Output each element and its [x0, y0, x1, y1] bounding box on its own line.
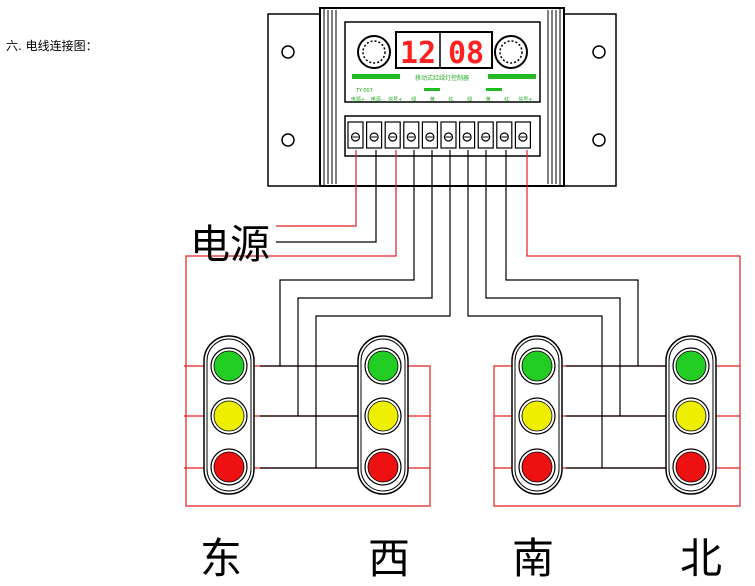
terminal-labels: 电源+ 电源- 信号+ 绿 黄 红 绿 黄 红 信号+: [351, 96, 533, 103]
red-lamp-icon: [213, 451, 245, 483]
display-left-digits: 12: [400, 36, 436, 71]
signal-head-east: [203, 335, 255, 495]
terminal-label: 红: [448, 96, 453, 103]
signal-head-south: [511, 335, 563, 495]
mount-hole-bl: [281, 133, 295, 147]
terminal-label: 黄: [486, 96, 491, 103]
traffic-signals: [203, 335, 717, 495]
red-lamp-icon: [675, 451, 707, 483]
yellow-lamp-icon: [675, 400, 707, 432]
green-lamp-icon: [213, 350, 245, 382]
terminal-label: 绿: [467, 96, 472, 103]
east-label: 东: [200, 534, 243, 583]
left-bracket: [267, 13, 325, 187]
yellow-lamp-icon: [521, 400, 553, 432]
green-lamp-icon: [521, 350, 553, 382]
terminal-label: 电源-: [371, 96, 383, 103]
terminal-label: 黄: [430, 96, 435, 103]
terminal-label: 信号+: [388, 96, 402, 103]
green-lamp-icon: [367, 350, 399, 382]
terminal-label: 信号+: [518, 96, 532, 103]
green-lamp-icon: [675, 350, 707, 382]
yellow-lamp-icon: [213, 400, 245, 432]
device-title: 移动式红绿灯控制器: [415, 74, 469, 82]
led-display: [395, 31, 493, 69]
north-label: 北: [680, 534, 723, 583]
device-model: TY-007: [355, 88, 373, 94]
right-bracket: [559, 13, 617, 187]
mount-hole-tl: [281, 45, 295, 59]
terminal-label: 电源+: [351, 96, 365, 103]
controller-device: 12 08 移动式红绿灯控制器 TY-007 电源+ 电源- 信号+ 绿 黄 红 绿 黄 红 信号…: [267, 7, 617, 187]
display-right-digits: 08: [448, 36, 484, 71]
terminal-label: 红: [504, 96, 509, 103]
mount-hole-br: [592, 133, 606, 147]
west-label: 西: [368, 534, 411, 583]
mount-hole-tr: [592, 45, 606, 59]
signal-head-west: [357, 335, 409, 495]
signal-head-north: [665, 335, 717, 495]
power-label: 电源: [190, 222, 270, 268]
power-wires: [184, 150, 741, 507]
yellow-lamp-icon: [367, 400, 399, 432]
terminal-label: 绿: [411, 96, 416, 103]
red-lamp-icon: [367, 451, 399, 483]
terminal-screws: [347, 121, 532, 149]
south-label: 南: [512, 534, 555, 583]
red-lamp-icon: [521, 451, 553, 483]
signal-wires: [260, 150, 666, 469]
section-heading: 六. 电线连接图：: [6, 39, 98, 53]
